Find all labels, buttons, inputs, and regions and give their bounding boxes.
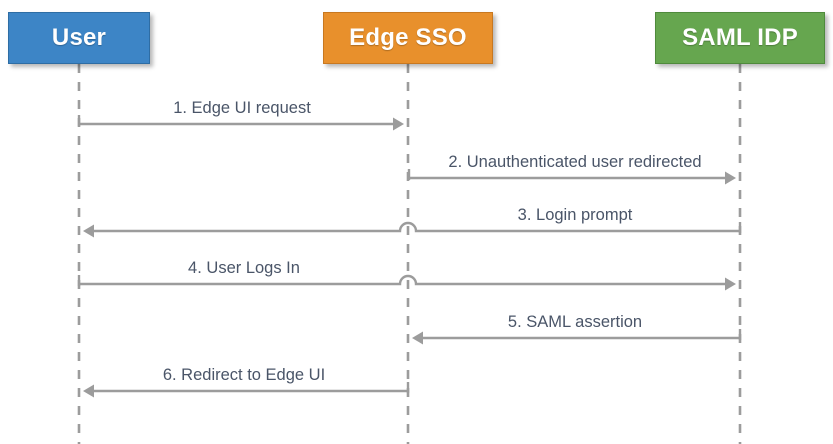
message-label-1: 1. Edge UI request: [173, 99, 311, 117]
actor-box-edge-sso[interactable]: Edge SSO: [323, 12, 493, 64]
message-label-2: 2. Unauthenticated user redirected: [448, 153, 702, 171]
message-arrowhead-6: [83, 384, 94, 398]
lifelines-group: [77, 64, 742, 444]
message-arrowhead-2: [725, 171, 736, 185]
message-label-3: 3. Login prompt: [517, 206, 633, 224]
message-label-6: 6. Redirect to Edge UI: [162, 366, 326, 384]
messages-group: [77, 115, 742, 398]
message-label-4: 4. User Logs In: [188, 259, 300, 277]
actor-label-user: User: [51, 24, 107, 51]
message-arrowhead-3: [83, 224, 94, 238]
message-line-4: [79, 274, 725, 286]
message-label-5: 5. SAML assertion: [507, 313, 643, 331]
actor-box-user[interactable]: User: [8, 12, 150, 64]
actor-label-saml-idp: SAML IDP: [682, 24, 798, 51]
message-arrowhead-1: [393, 117, 404, 131]
message-line-3: [94, 221, 740, 233]
message-arrowhead-4: [725, 277, 736, 291]
message-arrowhead-5: [412, 331, 423, 345]
actor-label-edge-sso: Edge SSO: [349, 24, 467, 51]
actor-box-saml-idp[interactable]: SAML IDP: [655, 12, 825, 64]
